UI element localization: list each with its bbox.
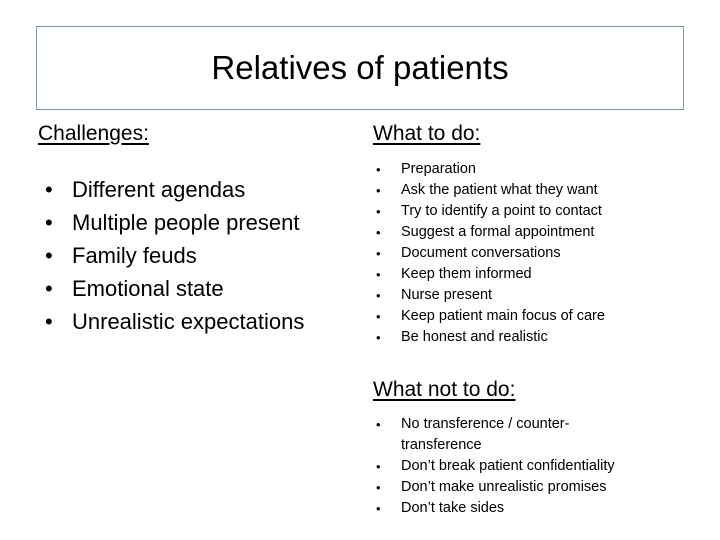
list-item: • Document conversations	[373, 243, 693, 264]
section-spacer	[373, 348, 693, 378]
list-item: • Nurse present	[373, 285, 693, 306]
bullet-icon: •	[376, 309, 381, 325]
bullet-icon: •	[376, 225, 381, 241]
list-item-label: Suggest a formal appointment	[401, 224, 595, 241]
what-to-do-heading: What to do:	[373, 122, 481, 145]
bullet-icon: •	[376, 288, 381, 304]
bullet-icon: •	[45, 243, 53, 269]
list-item-label: Preparation	[401, 161, 476, 178]
list-item: • Don’t make unrealistic promises	[373, 477, 693, 498]
list-item: • Try to identify a point to contact	[373, 201, 693, 222]
list-item-label: Keep patient main focus of care	[401, 308, 605, 325]
list-item-label-wrap: transference	[401, 437, 482, 454]
list-item-label: Ask the patient what they want	[401, 182, 598, 199]
list-item: • Be honest and realistic	[373, 327, 693, 348]
list-item-label: Unrealistic expectations	[72, 309, 305, 335]
list-item: • Emotional state	[38, 272, 358, 305]
list-item: • Keep them informed	[373, 264, 693, 285]
list-item: • Multiple people present	[38, 206, 358, 239]
list-item-label: Don’t make unrealistic promises	[401, 479, 607, 496]
what-not-to-do-heading: What not to do:	[373, 378, 516, 402]
challenges-heading: Challenges:	[38, 122, 149, 145]
bullet-icon: •	[376, 204, 381, 220]
list-item: • Ask the patient what they want	[373, 180, 693, 201]
list-item: • Don’t break patient confidentiality	[373, 456, 693, 477]
list-item: • Preparation	[373, 159, 693, 180]
bullet-icon: •	[376, 501, 381, 517]
list-item: • Keep patient main focus of care	[373, 306, 693, 327]
guidance-column: What to do: • Preparation • Ask the pati…	[373, 122, 693, 519]
bullet-icon: •	[376, 246, 381, 262]
what-not-to-do-list: • No transference / counter- transferenc…	[373, 414, 693, 519]
bullet-icon: •	[376, 330, 381, 346]
page-title: Relatives of patients	[211, 48, 509, 86]
challenges-column: Challenges: • Different agendas • Multip…	[38, 122, 358, 338]
list-item-label: Keep them informed	[401, 266, 532, 283]
list-item-label: Be honest and realistic	[401, 329, 548, 346]
list-item-label: Nurse present	[401, 287, 493, 304]
bullet-icon: •	[376, 417, 381, 433]
list-item: • Don’t take sides	[373, 498, 693, 519]
list-item-label: Try to identify a point to contact	[401, 203, 602, 220]
list-item: • Unrealistic expectations	[38, 305, 358, 338]
bullet-icon: •	[45, 210, 53, 236]
list-item-label: Don’t take sides	[401, 500, 505, 517]
challenges-list: • Different agendas • Multiple people pr…	[38, 173, 358, 338]
list-item-label: Don’t break patient confidentiality	[401, 458, 615, 475]
bullet-icon: •	[45, 309, 53, 335]
bullet-icon: •	[376, 480, 381, 496]
list-item-label: Family feuds	[72, 243, 197, 269]
bullet-icon: •	[376, 267, 381, 283]
slide-title-box: Relatives of patients	[36, 26, 684, 110]
list-item-label: No transference / counter-	[401, 416, 570, 433]
list-item: • Suggest a formal appointment	[373, 222, 693, 243]
bullet-icon: •	[45, 177, 53, 203]
bullet-icon: •	[376, 162, 381, 178]
list-item-label: Document conversations	[401, 245, 561, 262]
list-item: • No transference / counter- transferenc…	[373, 414, 693, 456]
bullet-icon: •	[376, 183, 381, 199]
list-item-label: Emotional state	[72, 276, 224, 302]
list-item-label: Multiple people present	[72, 210, 300, 236]
list-item: • Different agendas	[38, 173, 358, 206]
list-item-label: Different agendas	[72, 177, 246, 203]
list-item: • Family feuds	[38, 239, 358, 272]
what-to-do-list: • Preparation • Ask the patient what the…	[373, 159, 693, 348]
bullet-icon: •	[45, 276, 53, 302]
bullet-icon: •	[376, 459, 381, 475]
